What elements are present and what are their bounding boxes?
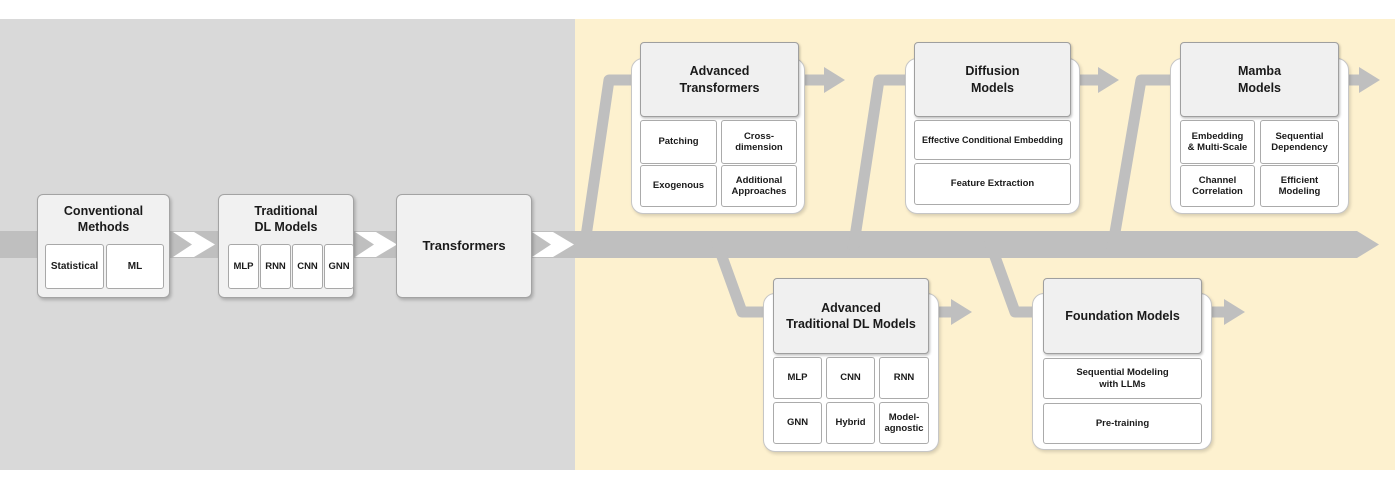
chevron-right-icon [173, 232, 215, 257]
sub-label: MLP [233, 261, 254, 272]
stage-title: Traditional DL Models [254, 204, 318, 234]
sub-box-pre-training: Pre-training [1043, 403, 1202, 444]
stage-box-transformers: Transformers [396, 194, 532, 298]
branch-line-diffusion-models [847, 74, 915, 251]
stage-title: Conventional Methods [63, 204, 144, 234]
sub-box-gnn: GNN [773, 402, 822, 444]
group-header-advanced-transformers: Advanced Transformers [640, 42, 799, 117]
branch-line-mamba-models [1106, 74, 1178, 251]
sub-label: CNN [297, 261, 318, 272]
flow-start-stub [0, 231, 37, 258]
sub-box-sequential-modeling-with-llms: Sequential Modeling with LLMs [1043, 358, 1202, 399]
sub-box-feature-extraction: Feature Extraction [914, 163, 1071, 205]
chevron-right-icon [532, 232, 574, 257]
group-header-foundation-models: Foundation Models [1043, 278, 1202, 354]
arrow-right-icon [1224, 299, 1245, 325]
sub-box-cnn: CNN [292, 244, 323, 289]
sub-box-hybrid: Hybrid [826, 402, 875, 444]
stage-box-traditional-dl-models: Traditional DL Models MLP RNN CNN GNN [218, 194, 354, 298]
sub-box-cross-dimension: Cross- dimension [721, 120, 797, 164]
group-header-mamba-models: Mamba Models [1180, 42, 1339, 117]
sub-box-cnn: CNN [826, 357, 875, 399]
sub-box-gnn: GNN [324, 244, 354, 289]
arrow-right-icon [951, 299, 972, 325]
sub-box-model-agnostic: Model- agnostic [879, 402, 929, 444]
sub-label: GNN [328, 261, 350, 272]
sub-box-mlp: MLP [228, 244, 259, 289]
sub-box-rnn: RNN [879, 357, 929, 399]
sub-box-rnn: RNN [260, 244, 291, 289]
sub-box-channel-correlation: Channel Correlation [1180, 165, 1255, 207]
sub-box-efficient-modeling: Efficient Modeling [1260, 165, 1339, 207]
stage-title: Transformers [422, 237, 506, 253]
sub-box-ml: ML [106, 244, 164, 289]
main-flow-arrow [530, 231, 1379, 258]
sub-box-embedding-multi-scale: Embedding & Multi-Scale [1180, 120, 1255, 164]
sub-box-sequential-dependency: Sequential Dependency [1260, 120, 1339, 164]
sub-box-exogenous: Exogenous [640, 165, 717, 207]
stage-box-conventional-methods: Conventional Methods Statistical ML [37, 194, 170, 298]
sub-box-patching: Patching [640, 120, 717, 164]
arrow-right-icon [1359, 67, 1380, 93]
chevron-right-icon [355, 232, 397, 257]
group-header-diffusion-models: Diffusion Models [914, 42, 1071, 117]
sub-label: Statistical [50, 261, 99, 272]
sub-box-mlp: MLP [773, 357, 822, 399]
arrow-right-icon [824, 67, 845, 93]
arrow-right-icon [1098, 67, 1119, 93]
sub-box-additional-approaches: Additional Approaches [721, 165, 797, 207]
sub-box-statistical: Statistical [45, 244, 104, 289]
sub-box-effective-conditional-embedding: Effective Conditional Embedding [914, 120, 1071, 160]
group-header-advanced-traditional-dl-models: Advanced Traditional DL Models [773, 278, 929, 354]
sub-label: RNN [265, 261, 286, 272]
sub-label: ML [127, 261, 143, 272]
